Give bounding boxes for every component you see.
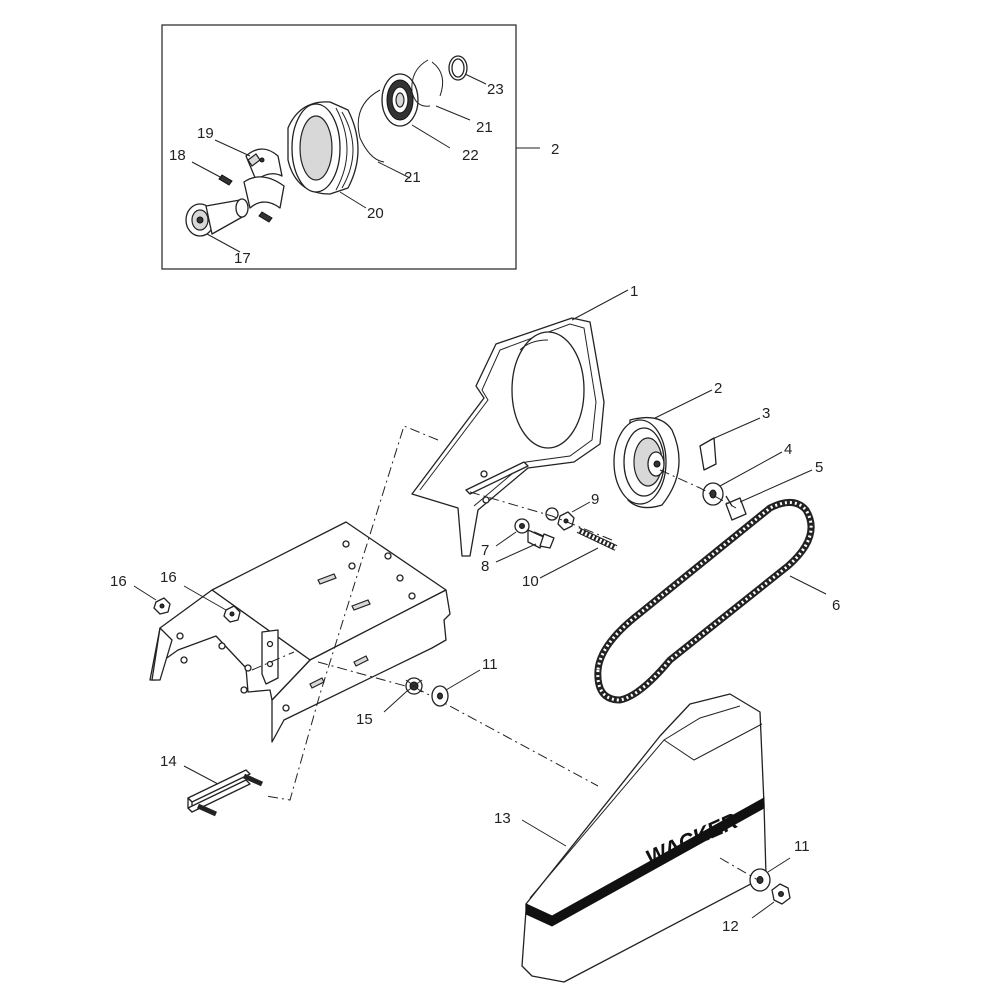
callout-13: 13	[494, 810, 511, 827]
callout-7: 7	[481, 542, 489, 559]
callout-2-detail: 2	[551, 141, 559, 158]
callout-18: 18	[169, 147, 186, 164]
star-washer-15	[405, 677, 423, 695]
callout-1: 1	[630, 283, 638, 300]
snap-ring-21-lower	[357, 89, 385, 163]
callout-17: 17	[234, 250, 251, 267]
washer-4	[702, 482, 724, 506]
clutch-shoe-19	[243, 148, 285, 209]
callout-3: 3	[762, 405, 770, 422]
belt-guard-plate-1	[411, 317, 605, 557]
callout-16-right: 16	[160, 569, 177, 586]
callout-23: 23	[487, 81, 504, 98]
v-belt-6	[594, 499, 815, 704]
spring-18	[218, 174, 273, 223]
clutch-detail-group: 17 18 19 20 21 22 21 23 2	[161, 24, 559, 270]
belt-cover-13: WACKER	[521, 693, 767, 983]
mounting-frame	[149, 521, 451, 743]
callout-14: 14	[160, 753, 177, 770]
bolt-5	[725, 495, 747, 521]
nut-9	[545, 507, 575, 531]
snap-ring-21-upper	[411, 59, 444, 107]
nut-16-right	[223, 605, 241, 623]
clutch-hub-17	[185, 198, 249, 237]
callout-11-lower: 11	[794, 838, 810, 855]
belt-guard-hole	[511, 331, 585, 449]
callout-9: 9	[591, 491, 599, 508]
nut-12	[771, 883, 791, 905]
belt-cover-stripe	[525, 797, 765, 927]
callout-11-upper: 11	[482, 656, 498, 673]
nut-16-left	[153, 597, 171, 615]
callout-19: 19	[197, 125, 214, 142]
washer-11-lower	[749, 868, 771, 892]
callout-21-upper: 21	[476, 119, 493, 136]
drive-pulley-2	[613, 416, 680, 509]
callout-6: 6	[832, 597, 840, 614]
callout-22: 22	[462, 147, 479, 164]
stud-10	[576, 527, 618, 551]
callout-20: 20	[367, 205, 384, 222]
bearing-22	[381, 73, 419, 127]
callout-2-main: 2	[714, 380, 722, 397]
callout-12: 12	[722, 918, 739, 935]
clutch-detail-box	[161, 24, 517, 270]
plate-14	[187, 769, 264, 817]
callout-8: 8	[481, 558, 489, 575]
key-3	[699, 437, 717, 471]
callout-10: 10	[522, 573, 539, 590]
callout-4: 4	[784, 441, 792, 458]
bolt-8	[527, 529, 555, 549]
callout-16-left: 16	[110, 573, 127, 590]
washer-11-upper	[431, 685, 449, 707]
callout-15: 15	[356, 711, 373, 728]
callout-21-lower: 21	[404, 169, 421, 186]
ring-23	[448, 55, 468, 81]
clutch-drum-20	[287, 101, 359, 195]
washer-7	[514, 518, 530, 534]
callout-5: 5	[815, 459, 823, 476]
